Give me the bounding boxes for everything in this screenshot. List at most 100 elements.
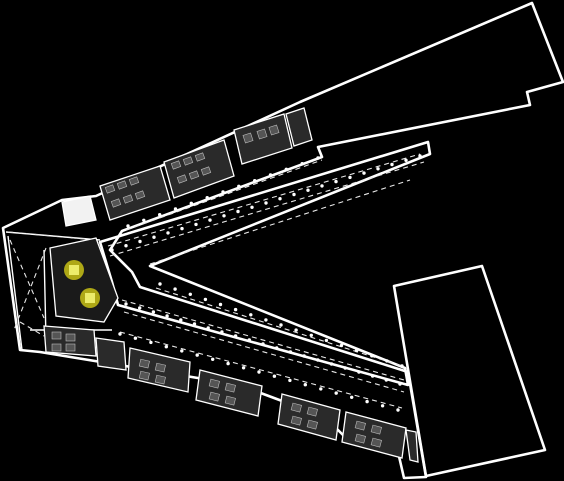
column-dot: [319, 387, 323, 391]
column-dot: [294, 328, 298, 332]
column-dot: [237, 184, 241, 188]
south-annex: [392, 264, 547, 478]
column-dot: [279, 323, 283, 327]
column-dot: [124, 302, 128, 306]
column-dot: [272, 374, 277, 378]
column-dot: [253, 179, 257, 183]
column-dot: [192, 322, 197, 326]
column-dot: [376, 167, 380, 171]
column-dot: [188, 292, 192, 296]
column-dot: [138, 239, 142, 244]
column-dot: [180, 226, 184, 231]
column-dot: [288, 350, 293, 354]
column-dot: [324, 338, 329, 343]
column-dot: [370, 374, 375, 378]
west-wing-dashes: [7, 231, 97, 337]
service-core: [49, 237, 119, 323]
column-dot: [250, 205, 254, 209]
lower-arm-gridlines: [119, 287, 405, 409]
column-dot: [320, 184, 324, 188]
column-dot: [334, 179, 338, 184]
column-dot: [275, 346, 279, 350]
column-dot: [404, 158, 408, 162]
column-dot: [158, 213, 162, 217]
column-dot: [218, 302, 223, 307]
column-dot: [350, 395, 354, 399]
column-dot: [203, 297, 208, 302]
column-dot: [380, 404, 385, 408]
column-dot: [343, 366, 347, 370]
column-dot: [152, 235, 156, 239]
column-dot: [357, 370, 361, 374]
column-dot: [354, 348, 359, 353]
column-dot: [206, 326, 210, 330]
column-dot: [195, 353, 199, 357]
column-dot: [278, 197, 282, 201]
column-dot: [211, 357, 215, 361]
column-dot: [385, 359, 389, 363]
column-dot: [166, 231, 170, 235]
column-dot: [339, 343, 344, 348]
column-dot: [149, 340, 153, 345]
column-dot: [398, 382, 402, 386]
column-dot: [334, 391, 338, 395]
column-dot: [236, 209, 240, 214]
column-dot: [205, 196, 209, 200]
column-dot: [226, 361, 230, 366]
column-dot: [418, 154, 422, 158]
upper-furniture: [104, 124, 280, 208]
column-dot: [396, 408, 400, 412]
upper-arm-gridlines: [107, 153, 425, 265]
column-dot: [390, 162, 394, 167]
column-dot: [370, 354, 374, 358]
lower-furniture: [51, 331, 382, 448]
column-dot: [257, 370, 261, 374]
column-dot: [264, 201, 268, 205]
column-dot: [306, 188, 310, 192]
column-dot: [268, 173, 273, 177]
column-dot: [249, 313, 253, 317]
column-dot: [180, 349, 184, 353]
column-dot: [194, 222, 198, 227]
column-dot: [261, 342, 265, 346]
upper-room-blocks: [61, 107, 313, 227]
column-dot: [348, 175, 352, 180]
column-dot: [247, 338, 251, 342]
column-dot: [110, 248, 114, 252]
column-dot: [208, 218, 212, 222]
column-dot: [142, 218, 146, 222]
column-dot: [179, 318, 183, 322]
structural-columns: [110, 154, 422, 412]
column-dot: [173, 207, 178, 211]
elevator-1: [64, 260, 84, 280]
column-dot: [233, 334, 238, 338]
column-dot: [118, 332, 122, 336]
column-dot: [365, 399, 369, 404]
column-dot: [316, 358, 320, 362]
column-dot: [220, 330, 224, 334]
column-dot: [124, 244, 128, 248]
column-dot: [164, 345, 168, 349]
column-dot: [126, 224, 130, 228]
column-dot: [300, 162, 304, 166]
column-dot: [264, 318, 268, 322]
column-dot: [284, 167, 288, 171]
column-dot: [400, 364, 404, 368]
column-dot: [158, 282, 162, 286]
column-dot: [138, 306, 142, 310]
elevator-2: [80, 288, 100, 308]
column-dot: [241, 366, 246, 370]
column-dot: [173, 287, 177, 291]
column-dot: [303, 383, 307, 387]
column-dot: [189, 201, 193, 205]
column-dot: [292, 192, 296, 197]
column-dot: [221, 190, 225, 194]
column-dot: [316, 156, 320, 160]
column-dot: [329, 362, 334, 366]
column-dot: [309, 333, 313, 337]
column-dot: [362, 171, 366, 175]
column-dot: [165, 314, 169, 318]
column-dot: [133, 336, 138, 340]
column-dot: [151, 310, 156, 314]
